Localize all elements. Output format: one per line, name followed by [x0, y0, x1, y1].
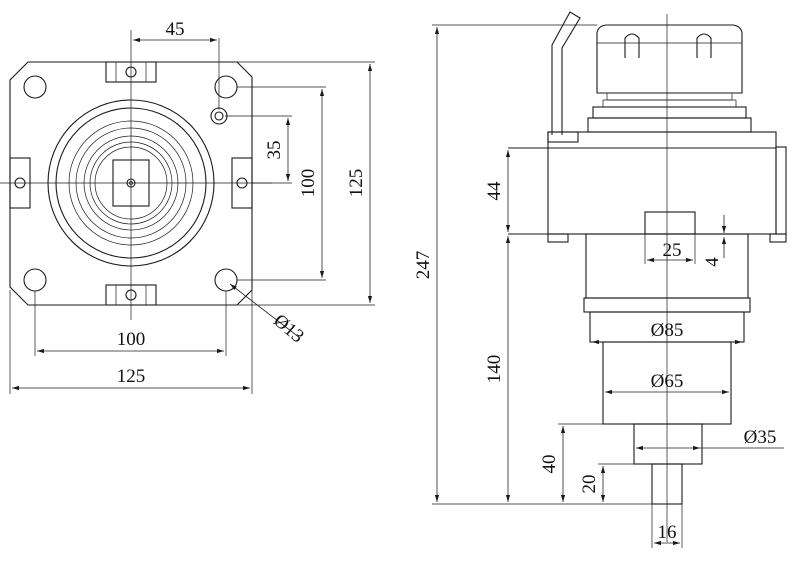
hole-bottom-left	[23, 268, 47, 292]
thread-band-1	[606, 92, 733, 101]
housing-right-foot	[769, 233, 787, 243]
nut-slot-2	[696, 33, 712, 58]
dim-dia-85-label: Ø85	[651, 320, 684, 341]
dim-16-label: 16	[658, 522, 677, 543]
fitting-inner	[214, 111, 224, 121]
key-block	[644, 211, 696, 235]
thread-band-2	[602, 99, 737, 108]
dim-44-label: 44	[484, 181, 505, 201]
hole-top-left	[23, 75, 47, 99]
dim-45-label: 45	[166, 19, 185, 40]
spindle-collar	[592, 106, 747, 119]
dim-dia-35-label: Ø35	[744, 427, 777, 448]
hole-top-right	[214, 75, 238, 99]
hole-bottom-right	[214, 268, 238, 292]
collet-nut	[596, 24, 743, 94]
dim-4-label: 4	[702, 257, 723, 267]
side-view: 247 44 140 25 4 Ø85 Ø65 Ø35 40 20	[413, 11, 787, 548]
fitting-outer	[210, 107, 228, 125]
nut-slot-1	[624, 33, 640, 58]
housing-side-block	[775, 146, 787, 235]
pipe-fitting	[547, 131, 579, 143]
dim-dia-13-label: Ø13	[269, 310, 308, 347]
dim-125h-label: 125	[117, 366, 146, 387]
spindle-shoulder	[587, 117, 752, 133]
dim-140-label: 140	[484, 355, 505, 384]
shaft-dia-35	[633, 423, 703, 465]
front-view: 45 35 100 125 100 125 Ø13	[0, 19, 375, 394]
dim-40-label: 40	[539, 455, 560, 474]
dim-247-label: 247	[413, 251, 434, 280]
housing-left-foot	[547, 233, 569, 243]
leader-dia-13	[229, 283, 301, 339]
dim-25-label: 25	[663, 240, 682, 261]
coolant-pipe	[551, 11, 581, 135]
dim-20-label: 20	[579, 475, 600, 494]
dim-100v-label: 100	[298, 169, 319, 198]
dim-125v-label: 125	[346, 169, 367, 198]
dim-35-label: 35	[264, 141, 285, 160]
housing-block	[547, 131, 777, 235]
dim-100h-label: 100	[117, 329, 146, 350]
dim-dia-65-label: Ø65	[651, 371, 684, 392]
